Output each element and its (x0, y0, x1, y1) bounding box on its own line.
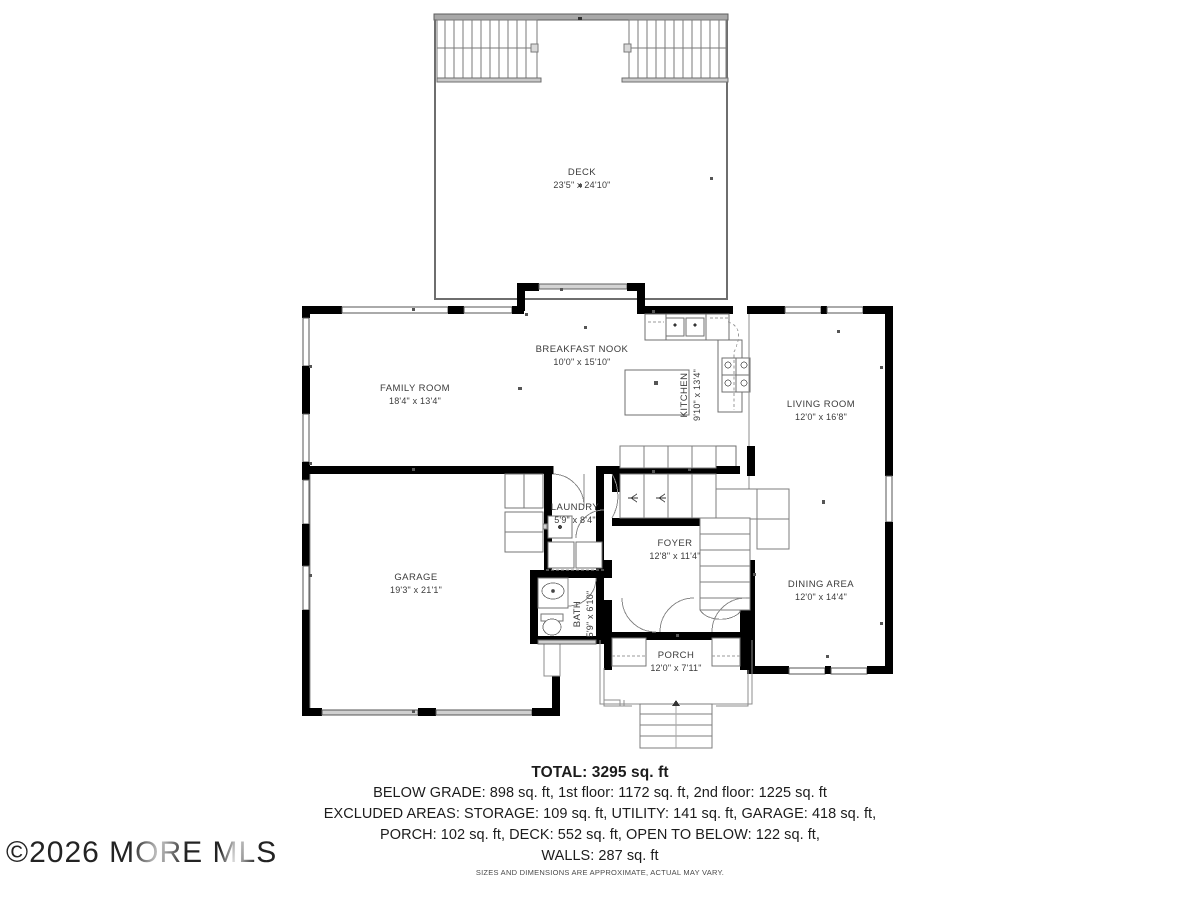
summary-total: TOTAL: 3295 sq. ft (531, 764, 669, 781)
disclaimer-text: SIZES AND DIMENSIONS ARE APPROXIMATE, AC… (475, 868, 725, 877)
bath-fixtures (537, 577, 569, 636)
porch-walls (604, 636, 748, 670)
living-dining-walls (747, 306, 893, 675)
garage-entry (537, 466, 597, 677)
laundry-doors (551, 473, 605, 539)
deck-stairs-left (436, 19, 542, 83)
deck-marker (578, 17, 582, 20)
deck-center-dot (579, 184, 582, 187)
summary-line-excluded-2: PORCH: 102 sq. ft, DECK: 552 sq. ft, OPE… (380, 827, 820, 843)
living-dining-markers (822, 330, 883, 658)
deck-dot-2 (710, 177, 713, 180)
plan-markers (309, 288, 756, 713)
porch-outline (603, 668, 749, 707)
foyer-stairs (619, 445, 751, 620)
deck-wall-left (434, 20, 436, 300)
porch-sidelight-panels (611, 637, 741, 667)
porch-steps (639, 700, 713, 749)
deck-wall-bottom (434, 298, 728, 300)
copyright-watermark: ©2026 MORE MLS (6, 836, 278, 869)
laundry-fixtures (504, 473, 604, 571)
nook-interior (518, 313, 587, 390)
summary-line-floors: BELOW GRADE: 898 sq. ft, 1st floor: 1172… (373, 785, 827, 801)
summary-line-excluded-1: EXCLUDED AREAS: STORAGE: 109 sq. ft, UTI… (323, 806, 877, 822)
bath-door (567, 577, 597, 607)
area-summary: TOTAL: 3295 sq. ft BELOW GRADE: 898 sq. … (0, 762, 1200, 867)
house-walls (302, 283, 733, 716)
deck-wall-right (726, 20, 728, 300)
deck-stairs-right (621, 19, 729, 83)
foyer-closet-door (611, 473, 619, 519)
porch-floor (599, 640, 753, 705)
summary-line-walls: WALLS: 287 sq. ft (541, 848, 659, 864)
front-entry-doors (621, 597, 747, 633)
